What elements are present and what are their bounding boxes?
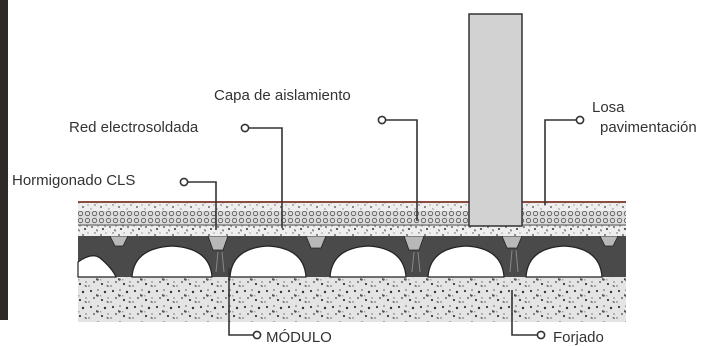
label-forjado: Forjado [553, 329, 604, 346]
label-losa-line2: pavimentación [600, 119, 697, 136]
label-red-electrosoldada: Red electrosoldada [69, 119, 199, 136]
losa-layer [78, 202, 626, 211]
left-edge-photo-strip [0, 0, 8, 320]
modulo-band [77, 233, 626, 278]
column [468, 13, 523, 227]
forjado-slab [78, 272, 626, 322]
label-hormigonado: Hormigonado CLS [12, 172, 136, 189]
label-losa-line1: Losa [592, 99, 625, 116]
hormigonado-layer [78, 224, 626, 236]
label-modulo: MÓDULO [266, 329, 332, 346]
label-capa-aislamiento: Capa de aislamiento [214, 87, 351, 104]
aislamiento-layer [78, 211, 626, 224]
leader-lines [179, 115, 585, 340]
